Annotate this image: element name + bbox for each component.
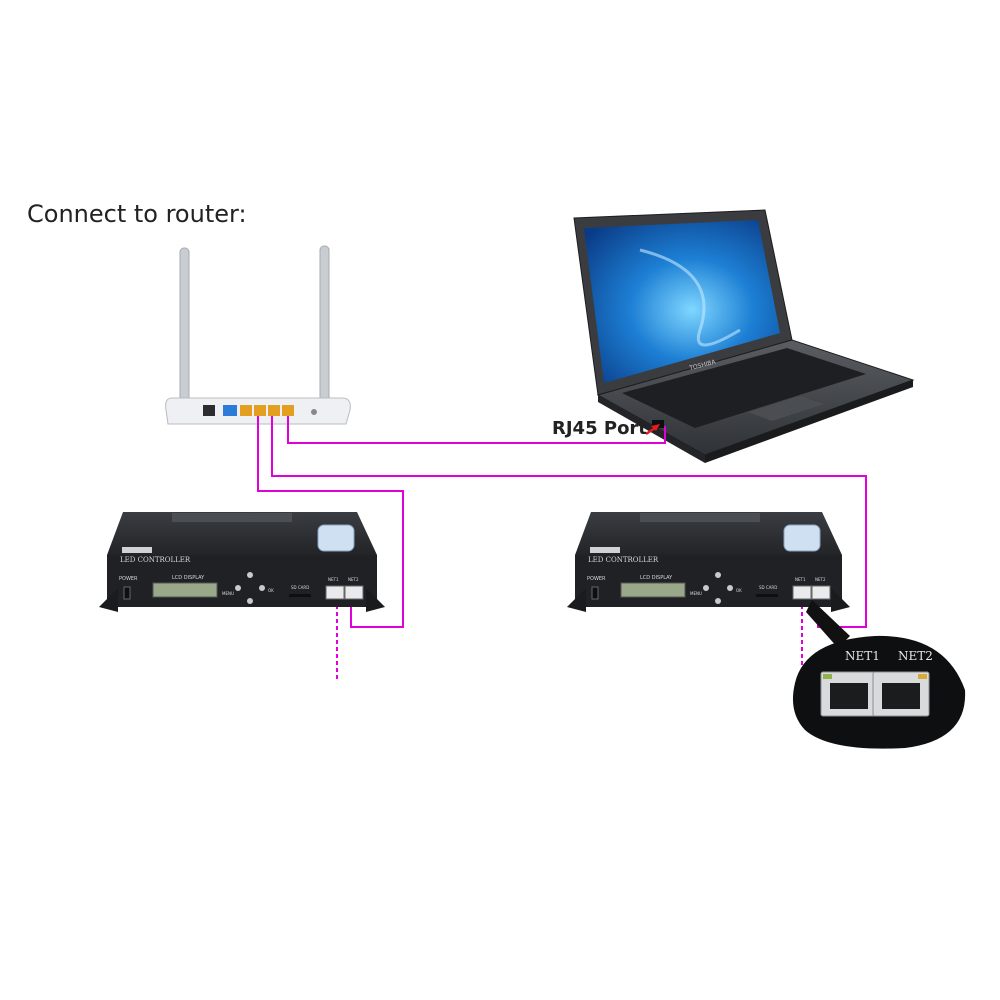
net2-port [344, 585, 364, 600]
zoom-net1-socket [830, 683, 868, 709]
net1-label: NET1 [795, 577, 806, 582]
controller-name-plate [122, 547, 152, 553]
net2-label: NET2 [815, 577, 826, 582]
controller-light [783, 524, 821, 552]
laptop-wallpaper-swirl [639, 248, 741, 347]
controller-vent [172, 513, 292, 522]
cable-router-to-controller-1 [257, 416, 404, 628]
laptop-screen [584, 220, 780, 383]
controller-foot [99, 588, 118, 612]
sd-card-label: SD CARD [291, 585, 309, 590]
rj45-pointer-arrowhead [651, 424, 660, 431]
net1-label: NET1 [328, 577, 339, 582]
button-ok [259, 585, 265, 591]
zoom-net2-socket [882, 683, 920, 709]
router-wan-port [223, 405, 237, 416]
controller-foot [567, 588, 586, 612]
power-label: POWER [587, 576, 606, 582]
controller-top [107, 512, 377, 555]
laptop-touchpad [748, 396, 824, 421]
ports-zoom-callout: NET1 NET2 [792, 600, 966, 749]
zoom-pointer [806, 600, 850, 648]
controller-foot [831, 588, 850, 612]
laptop: TOSHIBA [573, 209, 915, 463]
lcd-label: LCD DISPLAY [172, 575, 205, 581]
sd-card-slot [756, 594, 778, 597]
router-lan-port [268, 405, 280, 416]
controller-name-plate [590, 547, 620, 553]
controller-name: LED CONTROLLER [588, 556, 659, 564]
menu-label: MENU [690, 591, 702, 596]
router-power-port [203, 405, 215, 416]
rj45-port-label: RJ45 Port [552, 418, 647, 439]
button-up [715, 572, 721, 578]
sd-card-slot [289, 594, 311, 597]
led-controller-1: LED CONTROLLER POWER LCD DISPLAY MENU OK… [99, 512, 385, 612]
router-antenna-right [319, 245, 330, 407]
zoom-net1-led [823, 674, 832, 679]
controller-vent [640, 513, 760, 522]
net1-port [792, 585, 812, 600]
caption-connect-to-router: Connect to router: [27, 200, 247, 228]
button-ok [727, 585, 733, 591]
router-lan-port [254, 405, 266, 416]
router-lan-port [282, 405, 294, 416]
zoom-net2-label: NET2 [898, 649, 933, 663]
sd-card-label: SD CARD [759, 585, 777, 590]
zoom-net1-label: NET1 [845, 649, 880, 663]
wifi-router [165, 245, 351, 425]
router-antenna-left [179, 247, 190, 405]
button-down [247, 598, 253, 604]
zoom-net2-led [918, 674, 927, 679]
router-lan-port [240, 405, 252, 416]
button-menu [703, 585, 709, 591]
ok-label: OK [736, 588, 742, 593]
router-reset-button [311, 409, 317, 415]
menu-label: MENU [222, 591, 234, 596]
ok-label: OK [268, 588, 274, 593]
net2-label: NET2 [348, 577, 359, 582]
controller-name: LED CONTROLLER [120, 556, 191, 564]
lcd-label: LCD DISPLAY [640, 575, 673, 581]
button-up [247, 572, 253, 578]
controller-light [317, 524, 355, 552]
controller-top [575, 512, 842, 555]
net1-port [325, 585, 345, 600]
laptop-keyboard [622, 348, 866, 428]
laptop-rj45-port [652, 420, 664, 428]
power-switch [591, 586, 599, 600]
button-menu [235, 585, 241, 591]
laptop-side-edge [705, 380, 913, 463]
net2-port [811, 585, 831, 600]
controller-foot [366, 588, 385, 612]
power-label: POWER [119, 576, 138, 582]
cable-router-to-laptop [287, 416, 666, 444]
led-controller-2: LED CONTROLLER POWER LCD DISPLAY MENU OK… [567, 512, 850, 612]
button-down [715, 598, 721, 604]
power-switch [123, 586, 131, 600]
lcd-display [152, 582, 218, 598]
lcd-display [620, 582, 686, 598]
